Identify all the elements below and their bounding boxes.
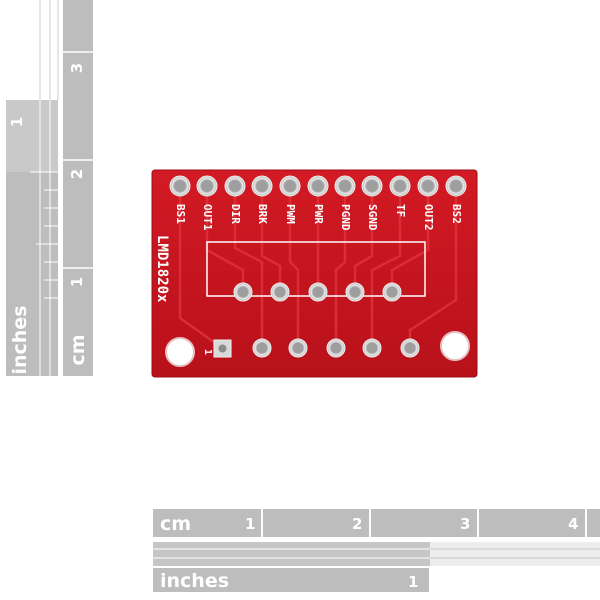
ic-pad: [362, 338, 382, 358]
pin-label-bs1: BS1: [174, 204, 187, 224]
bottom-cm-tick-3: 3: [460, 515, 470, 533]
pad-out2: [417, 175, 439, 197]
ic-pad: [382, 282, 402, 302]
ic-pad: [326, 338, 346, 358]
ic-pad: [345, 282, 365, 302]
bottom-cm-tick-1: 1: [245, 515, 255, 533]
left-inch-tick-1: 1: [8, 117, 26, 127]
bottom-inch-tick-1: 1: [408, 573, 418, 591]
pad-bs2: [445, 175, 467, 197]
pin-label-sgnd: SGND: [366, 204, 379, 231]
bottom-cm-tick-2: 2: [352, 515, 362, 533]
bottom-cm-ruler: cm 1 2 3 4: [153, 509, 600, 537]
pin-label-out2: OUT2: [422, 204, 435, 231]
ic-pads-upper-row: [233, 282, 402, 302]
pad-tf: [389, 175, 411, 197]
pad-dir: [224, 175, 246, 197]
pin-label-pwr: PWR: [312, 204, 325, 224]
pcb-board: BS1 OUT1 DIR BRK PWM PWR PGND SGND TF OU…: [151, 169, 478, 378]
ic-pad: [400, 338, 420, 358]
left-cm-ruler: 3 2 1 cm: [63, 0, 93, 376]
left-cm-tick-3: 3: [68, 63, 86, 73]
ic-pads-lower-row: [213, 338, 420, 358]
pad-brk: [251, 175, 273, 197]
pad-bs1: [169, 175, 191, 197]
pad-pwm: [279, 175, 301, 197]
pad-sgnd: [361, 175, 383, 197]
pad-out1: [196, 175, 218, 197]
pad-pgnd: [334, 175, 356, 197]
pin-label-brk: BRK: [256, 204, 269, 224]
pad-pwr: [307, 175, 329, 197]
ic-pad: [308, 282, 328, 302]
ic-pad: [270, 282, 290, 302]
bottom-cm-label: cm: [160, 513, 191, 535]
pin1-marker: 1: [202, 349, 213, 355]
mounting-hole-right: [440, 331, 470, 361]
part-number-label: LMD1820x: [154, 235, 170, 303]
header-pads: [169, 175, 467, 197]
left-inches-label: inches: [9, 305, 31, 374]
ic-pad: [233, 282, 253, 302]
pin-label-bs2: BS2: [450, 204, 463, 224]
pin-label-tf: TF: [394, 204, 407, 217]
pin-label-pgnd: PGND: [339, 204, 352, 231]
pin-label-out1: OUT1: [201, 204, 214, 231]
bottom-inches-label: inches: [160, 570, 229, 592]
mounting-hole-left: [165, 337, 195, 367]
pin-label-pwm: PWM: [284, 204, 297, 224]
left-inch-ruler: 1 inches: [6, 100, 58, 376]
bottom-inch-ruler: inches 1: [153, 568, 429, 592]
pin-label-dir: DIR: [229, 204, 242, 224]
pcb-traces: [178, 186, 458, 350]
bottom-cm-tick-4: 4: [568, 515, 578, 533]
ic-pad: [252, 338, 272, 358]
left-cm-tick-1: 1: [68, 277, 86, 287]
bottom-mm-scale: [153, 542, 600, 566]
pin-labels: BS1 OUT1 DIR BRK PWM PWR PGND SGND TF OU…: [174, 204, 463, 231]
left-cm-tick-2: 2: [68, 169, 86, 179]
ic-pad: [288, 338, 308, 358]
left-cm-label: cm: [67, 334, 89, 365]
left-mm-ticks: [39, 0, 59, 100]
mounting-holes: [165, 331, 470, 367]
